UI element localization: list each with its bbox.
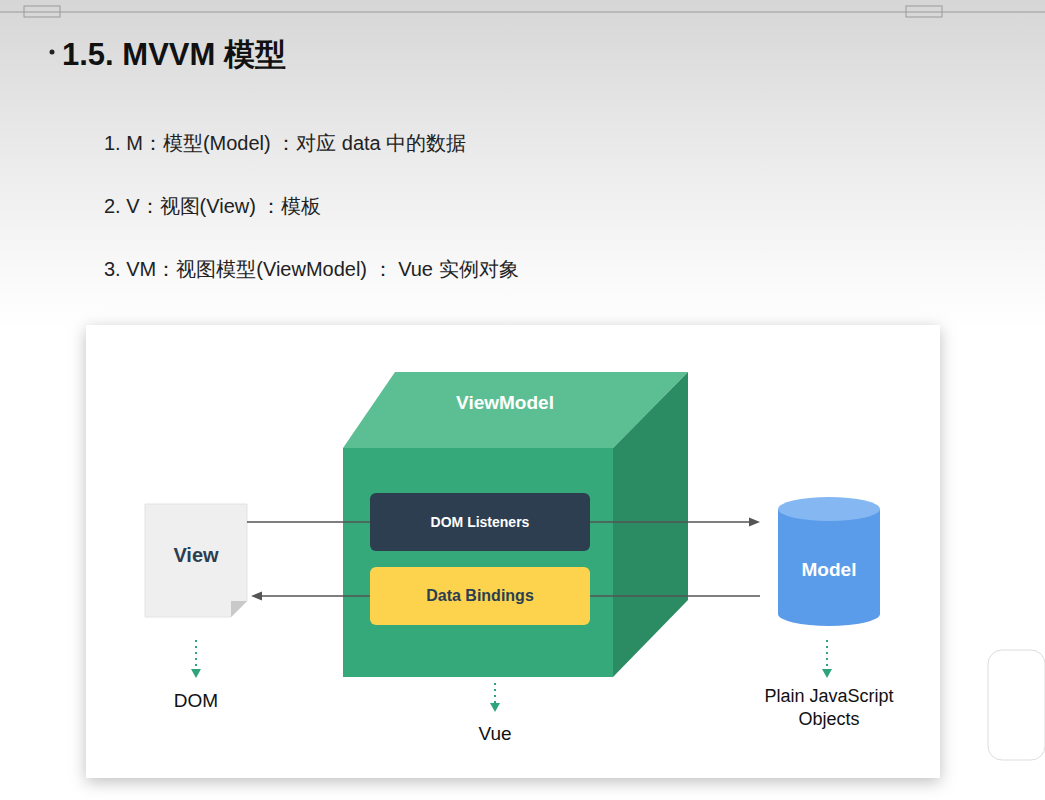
list-item: 2. V：视图(View) ：模板 (104, 193, 321, 220)
heading-title: 1.5. MVVM 模型 (62, 34, 286, 76)
node-text: Model (802, 559, 857, 581)
connector-arrow (590, 518, 760, 527)
binding-box: Data Bindings (370, 567, 590, 625)
node-text: Data Bindings (426, 587, 534, 605)
layer-label: DOM (174, 690, 218, 712)
node-text: ViewModel (343, 392, 667, 414)
layer-label: Vue (478, 723, 511, 745)
node-text: DOM Listeners (431, 514, 530, 530)
model-cylinder: Model (778, 497, 880, 626)
diagram-panel (86, 325, 940, 778)
list-item: 3. VM：视图模型(ViewModel) ： Vue 实例对象 (104, 256, 519, 283)
connector-arrow (590, 596, 760, 597)
node-text: View (173, 544, 218, 567)
connector-arrow (247, 522, 370, 523)
view-document: View (145, 504, 247, 617)
list-item: 1. M：模型(Model) ：对应 data 中的数据 (104, 130, 466, 157)
viewmodel-cube: ViewModelDOM ListenersData Bindings (343, 372, 688, 677)
connector-arrow (251, 592, 370, 601)
layer-label: Plain JavaScript Objects (754, 685, 904, 731)
listener-box: DOM Listeners (370, 493, 590, 551)
